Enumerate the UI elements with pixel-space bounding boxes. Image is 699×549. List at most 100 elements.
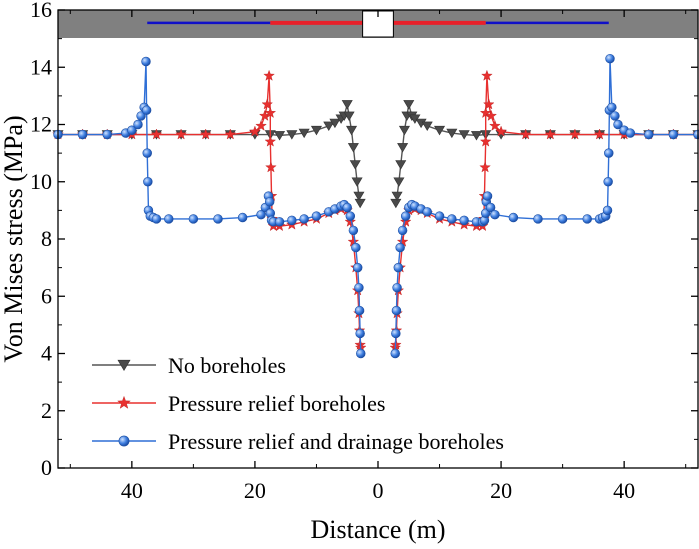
marker-circle: [391, 328, 401, 339]
marker-circle: [133, 119, 143, 130]
marker-triangle: [286, 130, 298, 140]
marker-triangle: [398, 125, 410, 136]
marker-triangle: [117, 359, 131, 371]
legend-label-2: Pressure relief and drainage boreholes: [168, 429, 504, 454]
marker-star: [489, 119, 501, 131]
marker-circle: [342, 202, 352, 213]
marker-circle: [256, 209, 266, 220]
marker-triangle: [323, 121, 335, 132]
marker-star: [479, 106, 492, 118]
marker-circle: [141, 105, 152, 115]
y-tick-label: 4: [41, 341, 52, 366]
marker-circle: [668, 129, 679, 140]
marker-circle: [604, 148, 614, 158]
marker-circle: [354, 282, 364, 293]
x-tick-label: 20: [244, 478, 266, 503]
marker-circle: [395, 242, 405, 253]
marker-circle: [447, 214, 457, 224]
y-tick-label: 8: [41, 226, 52, 251]
marker-triangle: [458, 130, 470, 140]
series-line-0-0: [58, 104, 361, 204]
marker-triangle: [390, 198, 402, 209]
y-tick-label: 2: [41, 398, 52, 423]
y-tick-label: 14: [30, 54, 52, 79]
marker-triangle: [395, 160, 407, 170]
marker-circle: [602, 205, 613, 216]
x-tick-label: 40: [121, 478, 143, 503]
marker-star: [593, 128, 606, 140]
marker-circle: [603, 177, 613, 187]
marker-circle: [605, 53, 615, 64]
marker-circle: [533, 214, 543, 224]
marker-circle: [264, 197, 275, 207]
marker-triangle: [446, 128, 458, 139]
marker-triangle: [351, 177, 363, 187]
marker-triangle: [349, 160, 361, 170]
marker-circle: [352, 262, 363, 273]
marker-triangle: [403, 100, 415, 110]
marker-star: [224, 128, 237, 140]
marker-triangle: [329, 118, 341, 129]
marker-circle: [482, 191, 493, 201]
marker-star: [150, 128, 163, 140]
marker-circle: [644, 129, 654, 140]
marker-star: [495, 125, 507, 137]
marker-circle: [136, 111, 146, 121]
marker-star: [264, 106, 277, 118]
legend-label-1: Pressure relief boreholes: [168, 391, 385, 416]
marker-circle: [390, 348, 400, 359]
marker-star: [482, 98, 495, 110]
series-layer: [52, 53, 699, 359]
marker-circle: [397, 225, 408, 236]
marker-star: [265, 161, 277, 173]
marker-circle: [311, 211, 322, 221]
marker-star: [481, 69, 493, 81]
marker-triangle: [343, 111, 355, 122]
x-axis-label: Distance (m): [310, 515, 445, 544]
marker-triangle: [397, 143, 409, 153]
marker-circle: [391, 305, 402, 316]
marker-circle: [351, 242, 361, 253]
marker-star: [485, 109, 498, 121]
marker-star: [264, 135, 277, 147]
marker-star: [569, 128, 581, 140]
marker-circle: [393, 262, 404, 273]
marker-triangle: [346, 125, 358, 136]
marker-circle: [434, 211, 445, 221]
marker-circle: [118, 435, 130, 447]
marker-triangle: [347, 143, 359, 153]
marker-star: [255, 119, 267, 131]
marker-circle: [345, 211, 356, 221]
marker-circle: [102, 129, 112, 140]
marker-circle: [299, 214, 309, 224]
marker-circle: [164, 214, 174, 224]
y-tick-label: 0: [41, 455, 52, 480]
marker-circle: [613, 119, 623, 130]
y-tick-label: 10: [30, 169, 52, 194]
marker-circle: [400, 211, 411, 221]
marker-circle: [141, 56, 151, 67]
marker-circle: [625, 128, 636, 138]
marker-circle: [356, 348, 366, 359]
marker-circle: [213, 214, 223, 224]
marker-circle: [557, 214, 568, 224]
marker-circle: [354, 305, 365, 316]
y-tick-label: 6: [41, 283, 52, 308]
marker-triangle: [310, 125, 322, 136]
x-tick-label: 40: [613, 478, 635, 503]
marker-circle: [142, 148, 152, 158]
x-tick-label: 0: [373, 478, 384, 503]
series-line-2-1: [394, 58, 698, 354]
y-tick-label: 16: [30, 0, 52, 22]
marker-circle: [392, 282, 402, 293]
marker-circle: [508, 212, 519, 223]
marker-triangle: [434, 125, 446, 136]
marker-star: [117, 395, 131, 409]
marker-circle: [610, 111, 620, 121]
series-2: [53, 53, 699, 359]
marker-triangle: [274, 131, 286, 141]
marker-star: [344, 215, 357, 227]
marker-circle: [287, 215, 297, 226]
